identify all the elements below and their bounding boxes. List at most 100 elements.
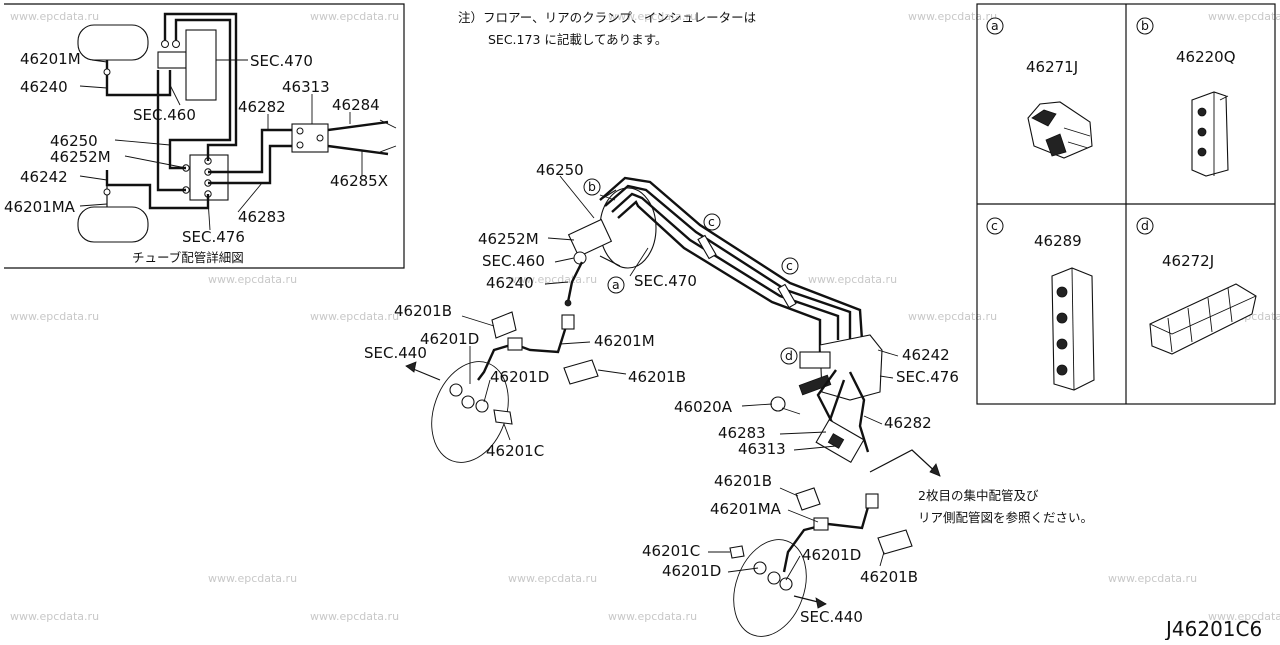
watermark: www.epcdata.ru bbox=[908, 310, 997, 323]
washer bbox=[767, 571, 781, 585]
watermark-group: www.epcdata.ru www.epcdata.ru www.epcdat… bbox=[10, 10, 1280, 623]
label-46313: 46313 bbox=[738, 440, 786, 458]
leader bbox=[483, 379, 491, 403]
leader bbox=[79, 85, 108, 89]
clip-46272J-edge bbox=[1149, 295, 1257, 335]
label-46201M: 46201M bbox=[594, 332, 655, 350]
leader bbox=[559, 341, 591, 345]
label-46201B-a: 46201B bbox=[394, 302, 452, 320]
diagram-id: J46201C6 bbox=[1164, 617, 1262, 640]
leader bbox=[879, 551, 885, 567]
leader bbox=[879, 375, 894, 379]
connector-body bbox=[827, 433, 845, 449]
label-46283: 46283 bbox=[718, 424, 766, 442]
leader bbox=[461, 315, 495, 327]
label-46242: 46242 bbox=[20, 168, 68, 186]
clip-46220Q-hole bbox=[1197, 147, 1207, 157]
hose-fitting bbox=[865, 493, 879, 509]
watermark: www.epcdata.ru bbox=[10, 310, 99, 323]
tube-46285X bbox=[327, 144, 389, 156]
callout-b-label: b bbox=[588, 179, 596, 194]
clip-46201B-b bbox=[563, 359, 599, 385]
leader bbox=[793, 445, 837, 451]
bundle-edge bbox=[599, 194, 616, 201]
label-46201C-b: 46201C bbox=[642, 542, 700, 560]
label-46201C-a: 46201C bbox=[486, 442, 544, 460]
leader bbox=[169, 84, 181, 106]
panel-c-badge bbox=[986, 217, 1004, 235]
arrow-head bbox=[405, 361, 417, 373]
washer bbox=[461, 395, 475, 409]
leader bbox=[787, 509, 819, 523]
bolt-46201C bbox=[493, 409, 513, 425]
watermark: www.epcdata.ru bbox=[10, 10, 99, 23]
label-46284: 46284 bbox=[332, 96, 380, 114]
clip-46289-hole bbox=[1056, 286, 1068, 298]
clamp-c2 bbox=[777, 283, 797, 309]
leader bbox=[544, 281, 569, 285]
watermark: www.epcdata.ru bbox=[310, 10, 399, 23]
clip-46201B-a bbox=[491, 311, 517, 339]
arrow-head bbox=[929, 463, 941, 477]
callout-a-label: a bbox=[612, 277, 620, 292]
fitting bbox=[103, 188, 111, 196]
label-46201MA: 46201MA bbox=[710, 500, 782, 518]
label-46201MA: 46201MA bbox=[4, 198, 76, 216]
label-46201D-a: 46201D bbox=[420, 330, 479, 348]
clip-46272J-slots bbox=[1167, 287, 1233, 353]
tube-bundle-3 bbox=[611, 192, 840, 340]
hose-fitting bbox=[507, 337, 523, 351]
tube-46282 bbox=[848, 371, 870, 453]
watermark: www.epcdata.ru bbox=[608, 610, 697, 623]
leader bbox=[237, 182, 263, 213]
clip-46201B-c bbox=[795, 487, 821, 511]
panel-b-badge bbox=[1136, 17, 1154, 35]
panel-d-badge bbox=[1136, 217, 1154, 235]
tube-46240 bbox=[105, 60, 172, 97]
clamp-c1 bbox=[697, 234, 717, 260]
watermark: www.epcdata.ru bbox=[1108, 572, 1197, 585]
label-46240: 46240 bbox=[20, 78, 68, 96]
tube-a bbox=[163, 12, 238, 161]
leader bbox=[91, 59, 108, 63]
side-note-line-1: 2枚目の集中配管及び bbox=[918, 488, 1039, 503]
callout-c1 bbox=[703, 213, 721, 231]
tube-detail-inset: 46201M 46240 SEC.470 SEC.460 46313 46282… bbox=[4, 3, 405, 269]
label-46201D-d: 46201D bbox=[662, 562, 721, 580]
watermark: www.epcdata.ru bbox=[608, 10, 697, 23]
right-brake-disk bbox=[733, 539, 807, 637]
panel-d-letter: d bbox=[1141, 218, 1149, 233]
leader bbox=[79, 203, 108, 207]
tube-bundle-1 bbox=[599, 176, 864, 341]
panel-a-part: 46271J bbox=[1026, 58, 1078, 76]
sec476-junction bbox=[819, 334, 883, 401]
callout-d-label: d bbox=[785, 348, 793, 363]
tube-end bbox=[564, 299, 572, 307]
watermark: www.epcdata.ru bbox=[908, 10, 997, 23]
label-46285X: 46285X bbox=[330, 172, 388, 190]
panel-a-letter: a bbox=[991, 18, 999, 33]
label-46250: 46250 bbox=[536, 161, 584, 179]
leader bbox=[597, 369, 627, 375]
tube-46283 bbox=[208, 144, 292, 185]
watermark: www.epcdata.ru bbox=[1208, 610, 1280, 623]
hose-fitting bbox=[813, 517, 829, 531]
watermark: www.epcdata.ru bbox=[1208, 10, 1280, 23]
arrow-head bbox=[815, 597, 827, 609]
leader bbox=[785, 555, 801, 581]
clip-46201B-d bbox=[877, 529, 913, 555]
tube-b bbox=[168, 18, 232, 170]
note-line-2: SEC.173 に記載してあります。 bbox=[488, 32, 667, 47]
detail-caption: チューブ配管詳細図 bbox=[132, 250, 244, 265]
leader bbox=[79, 175, 108, 181]
label-46201B-b: 46201B bbox=[628, 368, 686, 386]
clip-46220Q-hole bbox=[1197, 107, 1207, 117]
leader bbox=[779, 431, 827, 435]
tube-mid bbox=[828, 379, 846, 421]
label-46201D-b: 46201D bbox=[490, 368, 549, 386]
panel-b-letter: b bbox=[1141, 18, 1149, 33]
watermark: www.epcdata.ru bbox=[10, 610, 99, 623]
arrow-next-sheet bbox=[869, 449, 941, 477]
label-46313: 46313 bbox=[282, 78, 330, 96]
tube-46240 bbox=[566, 261, 584, 303]
